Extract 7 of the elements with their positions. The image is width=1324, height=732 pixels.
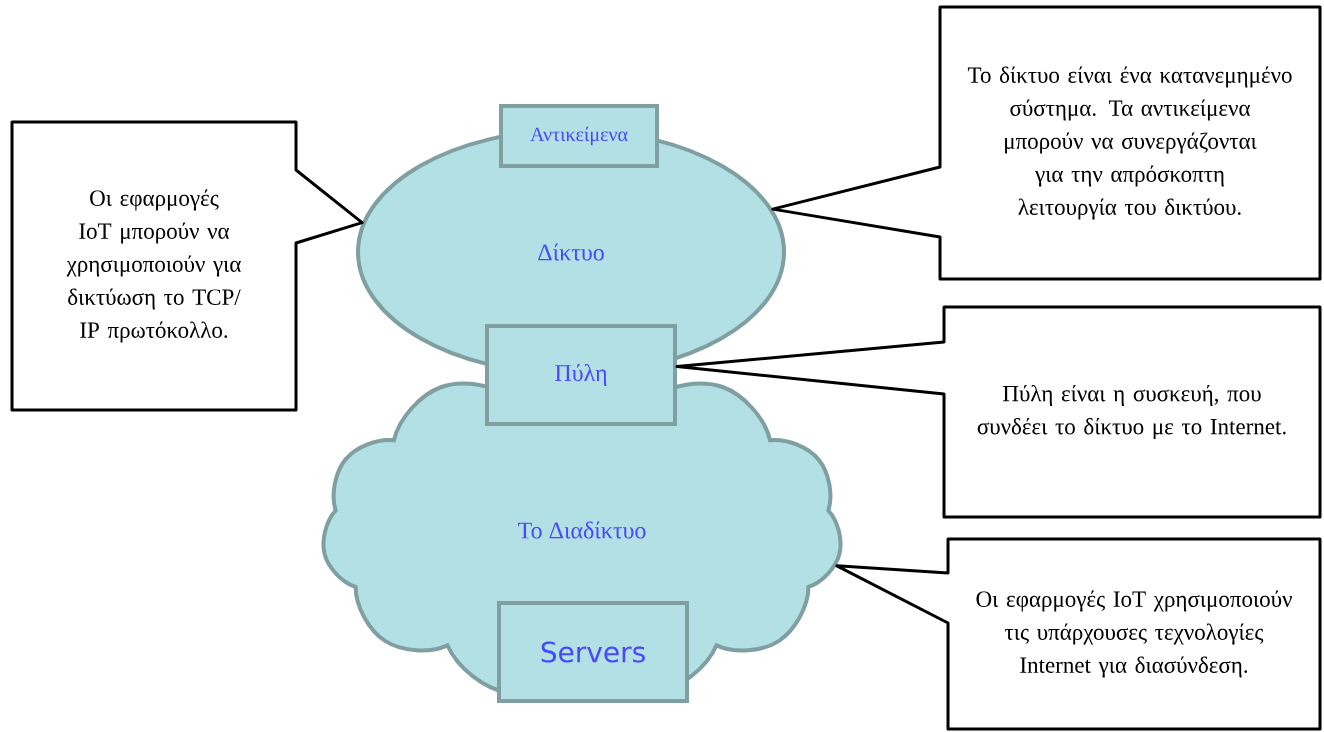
label-box: Πύλη (485, 324, 677, 426)
label-box: Servers (497, 601, 689, 703)
speech-bubble: Οι εφαρμογές IoT χρησιμοποιούν τις υπάρχουσες τεχνολογίες Internet για διασύνδεση. (835, 537, 1322, 731)
speech-bubble: Πύλη είναι η συσκευή, που συνδέει το δίκτυο με το Internet. (675, 305, 1322, 519)
speech-bubble: Οι εφαρμογές IoT μπορούν να χρησιμοποιούν για δικτύωση το TCP/ IP πρωτόκολλο. (10, 120, 364, 412)
label-box: Αντικείμενα (499, 104, 659, 168)
speech-bubble: Το δίκτυο είναι ένα κατανεμημένο σύστημα. Τα αντικείμενα μπορούν να συνεργάζονται για την απρόσκοπτη λειτουργία του δικτύου. (771, 5, 1322, 281)
